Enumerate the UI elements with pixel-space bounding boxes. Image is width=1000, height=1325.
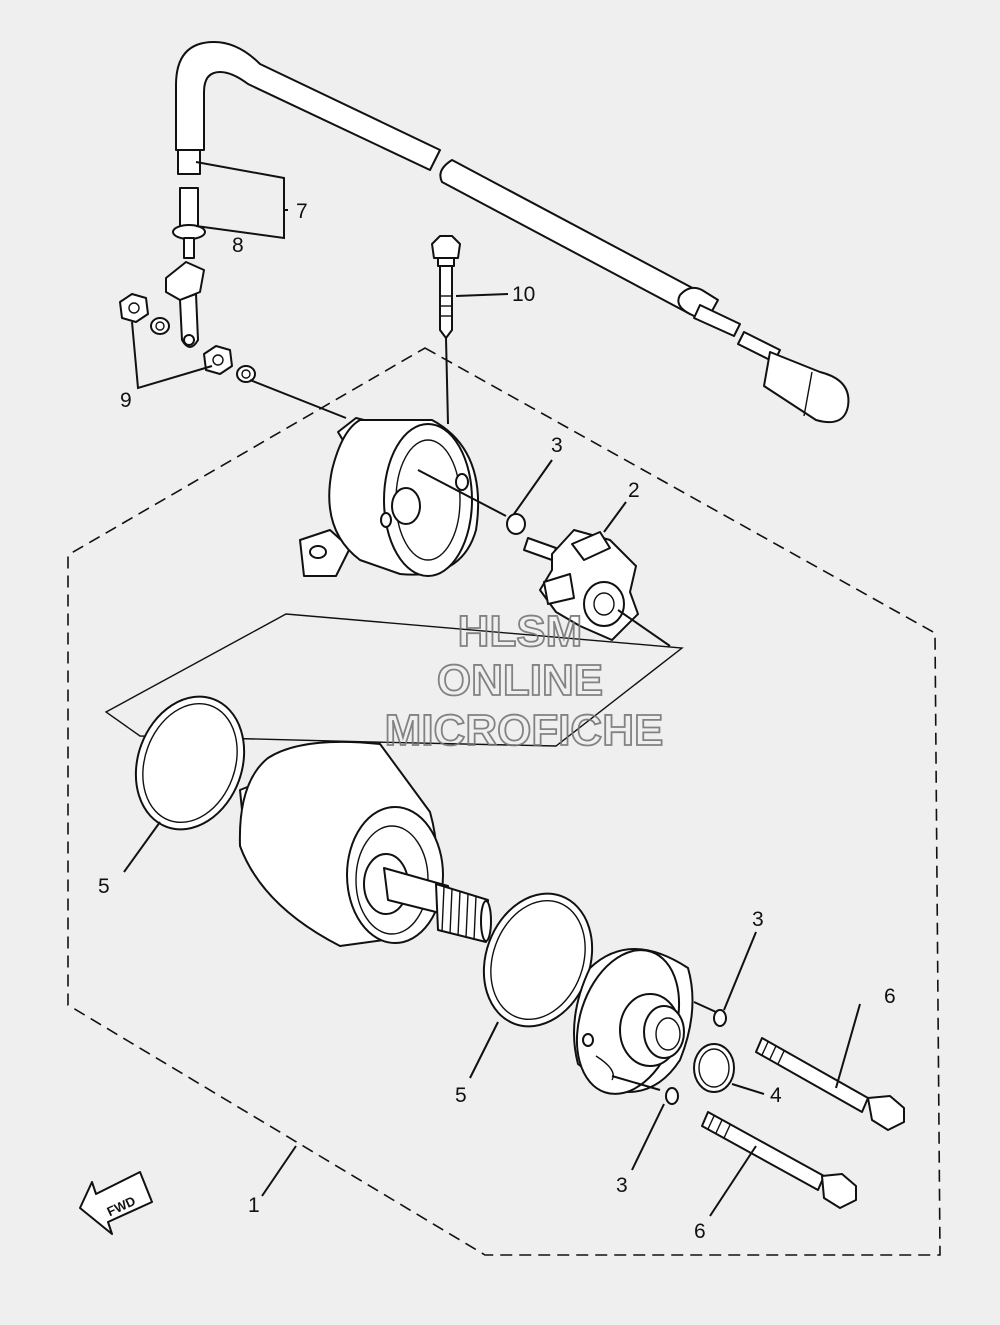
o-ring-bottom (665, 1087, 679, 1105)
nut-washer-set (119, 293, 256, 383)
callout-3-upper: 3 (551, 434, 563, 457)
callout-5-lower: 5 (455, 1084, 467, 1107)
armature-outline (104, 613, 684, 747)
callout-5-upper: 5 (98, 875, 110, 898)
starter-rear-cover (299, 417, 480, 577)
assembly-boundary (67, 347, 941, 1256)
watermark: HLSM ONLINE MICROFICHE (384, 606, 664, 756)
o-ring-right (713, 1009, 727, 1027)
callout-9: 9 (120, 389, 132, 412)
starter-cable (175, 41, 850, 424)
callout-10: 10 (512, 283, 535, 306)
watermark-line-2: ONLINE (437, 656, 603, 705)
callout-1: 1 (248, 1194, 260, 1217)
watermark-line-1: HLSM (458, 607, 583, 656)
callout-8: 8 (232, 234, 244, 257)
starter-yoke (238, 740, 492, 947)
starter-front-cover (573, 948, 694, 1095)
o-ring-upper (506, 513, 526, 535)
through-bolt-upper (755, 1037, 905, 1131)
callout-4: 4 (770, 1084, 782, 1107)
watermark-line-3: MICROFICHE (385, 706, 664, 755)
terminal-bolt (431, 235, 461, 339)
cable-terminal (165, 187, 206, 348)
callout-6-lower: 6 (694, 1220, 706, 1243)
brush-holder (523, 529, 639, 641)
callout-7: 7 (296, 200, 308, 223)
o-ring-medium (693, 1043, 735, 1093)
callout-2: 2 (628, 479, 640, 502)
leader-lines (123, 161, 861, 1217)
o-ring-large-upper (134, 695, 246, 831)
through-bolt-lower (701, 1111, 857, 1209)
callout-3-lower: 3 (616, 1174, 628, 1197)
callout-3-right: 3 (752, 908, 764, 931)
o-ring-large-lower (482, 892, 594, 1028)
fwd-arrow-icon: FWD (79, 1171, 153, 1235)
callout-6-upper: 6 (884, 985, 896, 1008)
